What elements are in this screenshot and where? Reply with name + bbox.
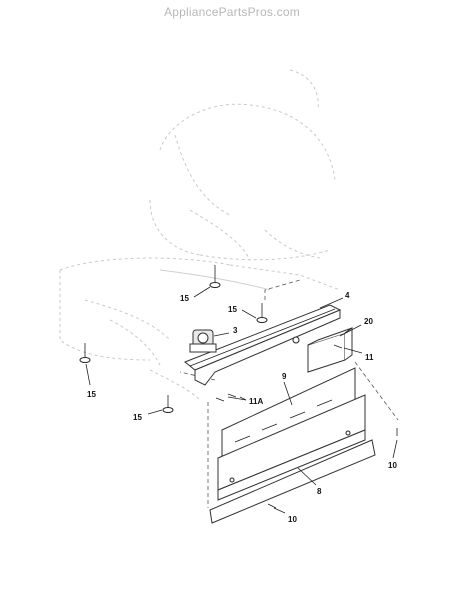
valve-part-3 <box>189 329 217 353</box>
callout-3: 3 <box>233 326 238 335</box>
bracket-part-4 <box>184 304 342 386</box>
screw-15c <box>79 343 91 363</box>
callout-leaders <box>85 286 398 514</box>
callout-9: 9 <box>282 372 287 381</box>
screw-15d <box>162 395 174 413</box>
callout-11: 11 <box>365 353 374 362</box>
callout-11a: 11A <box>249 397 263 406</box>
callout-15-c: 15 <box>87 390 96 399</box>
callout-10-b: 10 <box>288 515 297 524</box>
callout-labels: 4 3 20 15 15 15 15 11 11A 9 10 10 8 <box>87 291 397 524</box>
callout-15-d: 15 <box>133 413 142 422</box>
callout-20: 20 <box>364 317 373 326</box>
screw-15b <box>256 303 268 323</box>
box-part-20 <box>307 327 353 373</box>
small-screws <box>215 344 398 509</box>
leveler-screws <box>79 265 268 413</box>
callout-8: 8 <box>317 487 322 496</box>
kickplate-part-8 <box>209 394 376 524</box>
screw-15a <box>209 265 221 288</box>
callout-10-a: 10 <box>388 461 397 470</box>
callout-15-a: 15 <box>180 294 189 303</box>
watermark: AppliancePartsPros.com <box>164 5 300 19</box>
callout-4: 4 <box>345 291 350 300</box>
assembly-lines <box>179 279 399 508</box>
callout-15-b: 15 <box>228 305 237 314</box>
tub-outline <box>59 69 341 401</box>
